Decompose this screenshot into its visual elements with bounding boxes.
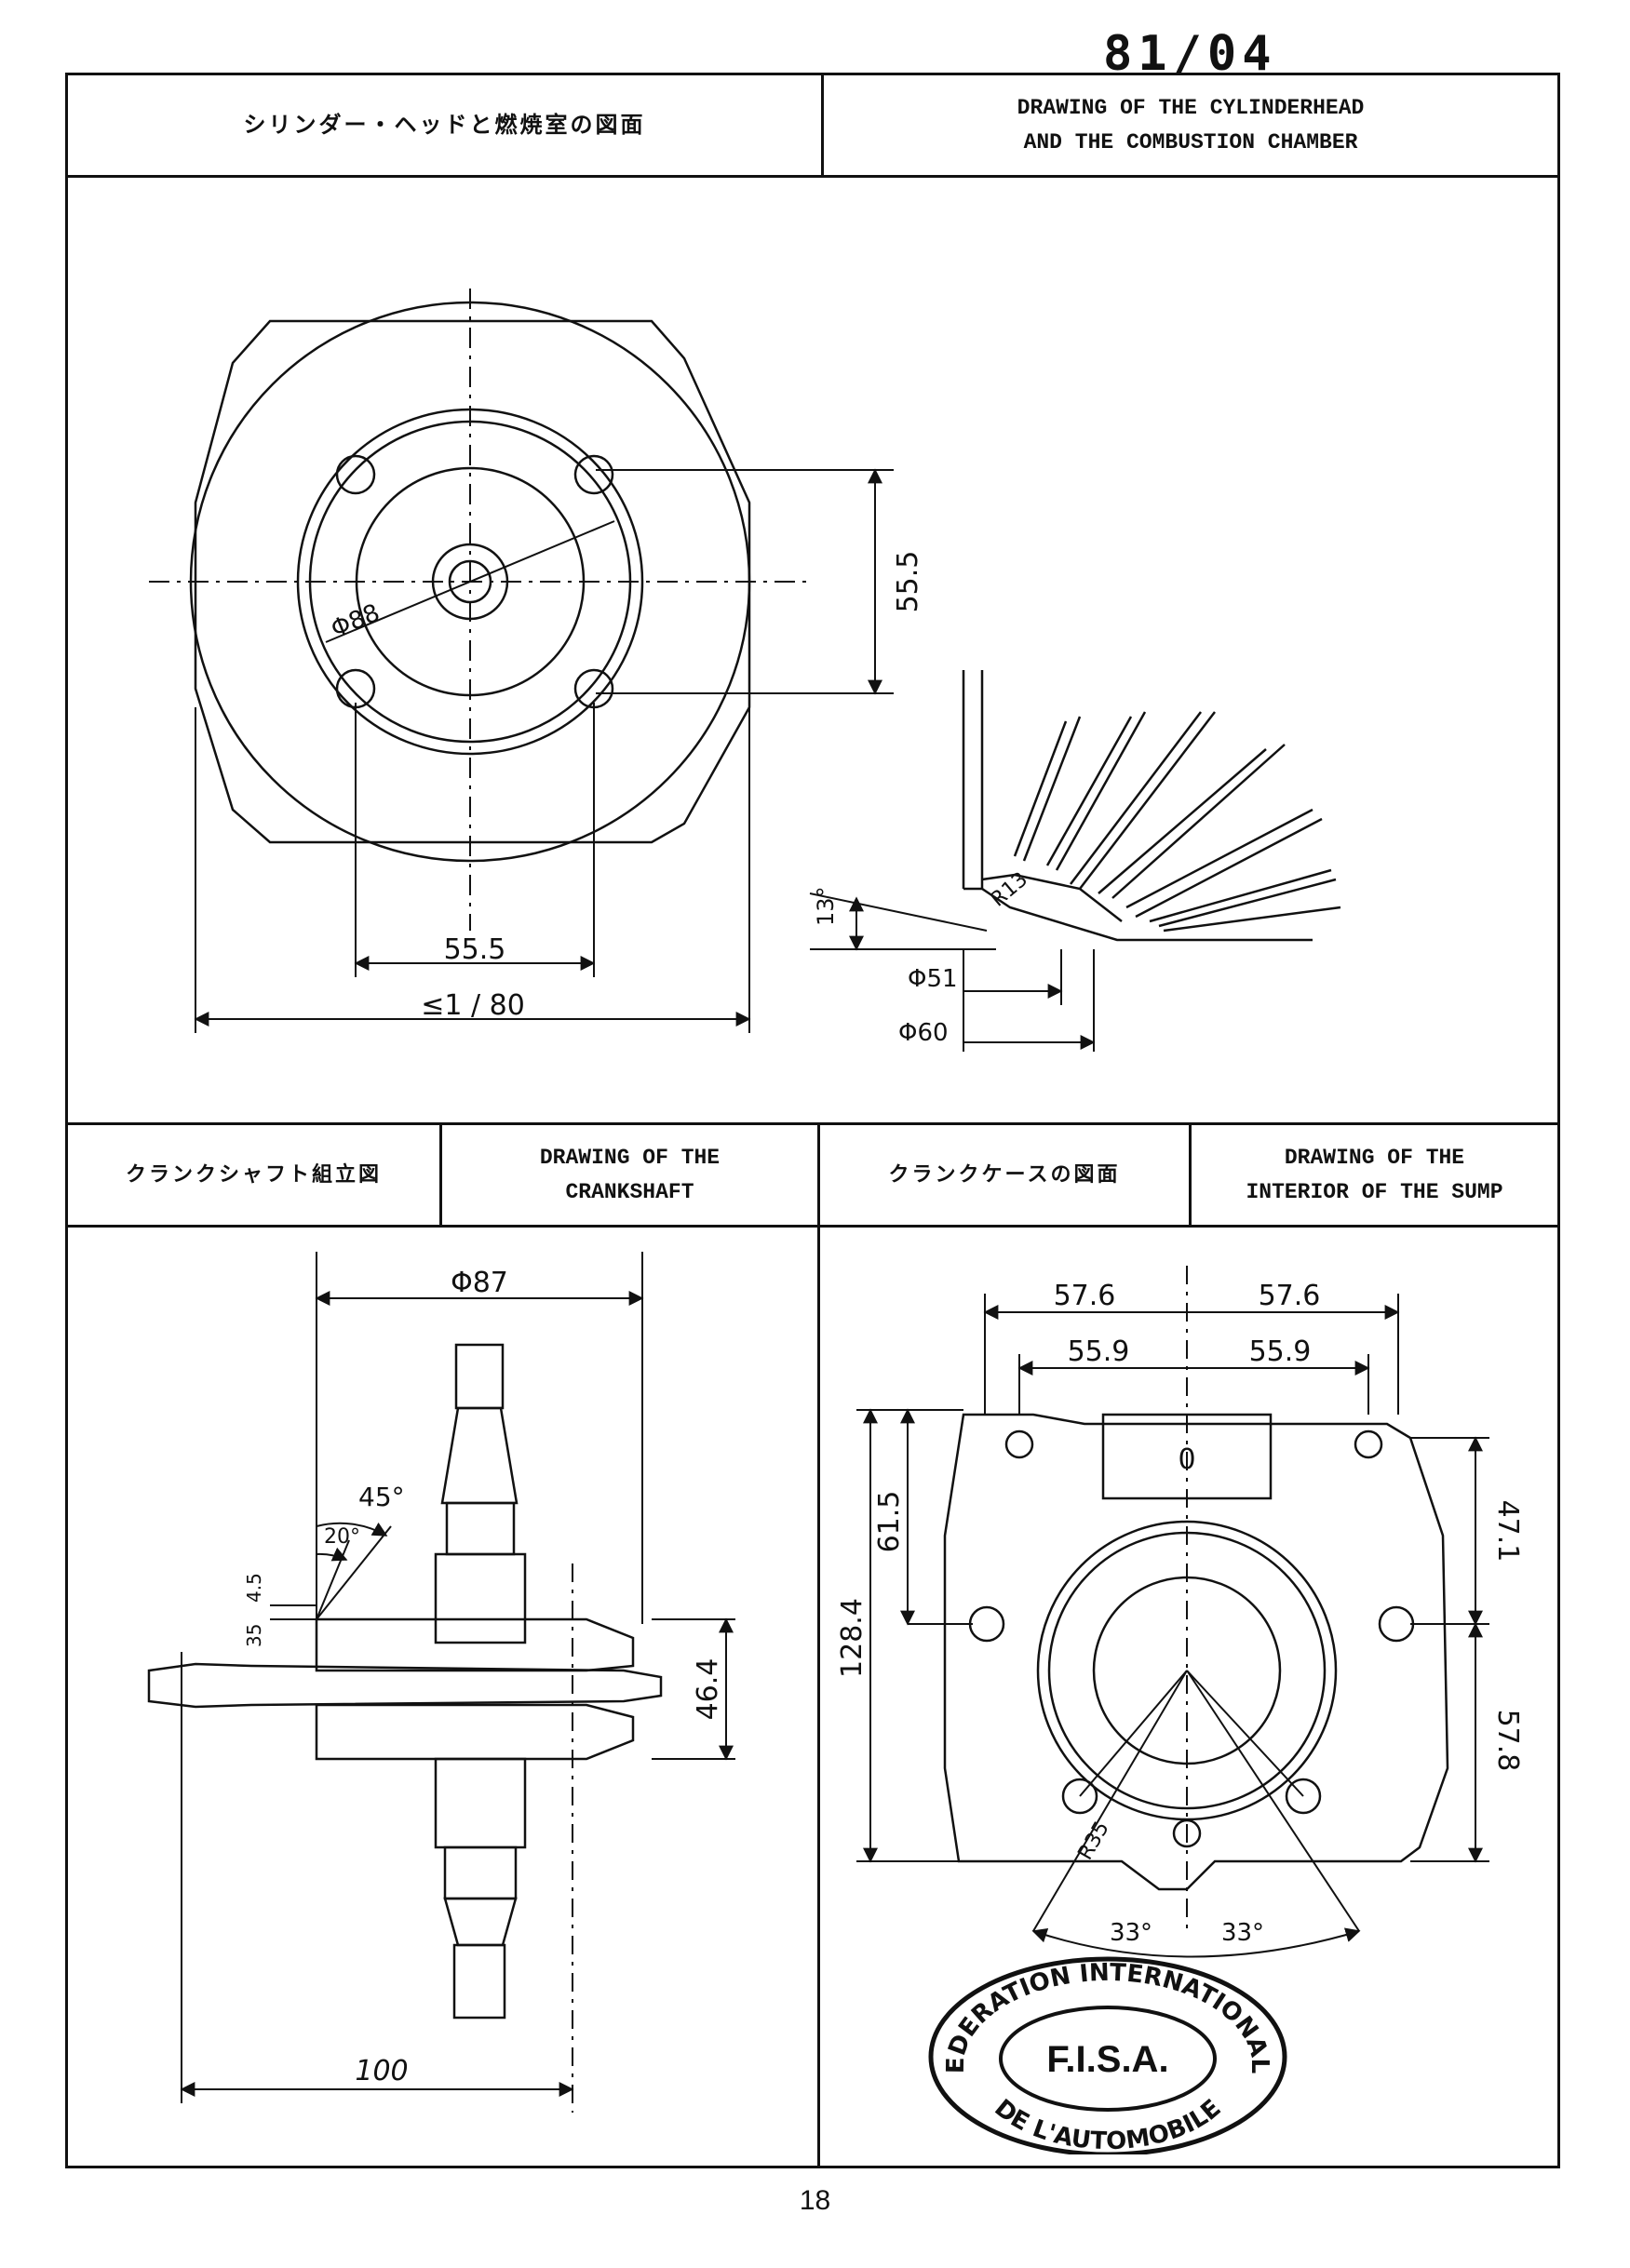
dim-sump-radius: R35 <box>1074 1818 1114 1864</box>
dim-bolt-horizontal: 55.5 <box>444 933 506 966</box>
dim-web-width: 46.4 <box>692 1658 724 1721</box>
divider <box>817 1122 820 2168</box>
combustion-chamber-section <box>809 670 1341 1052</box>
dim-length: 100 <box>355 2055 408 2087</box>
dim-radius: R13 <box>987 868 1032 912</box>
dim-top-left: 57.6 <box>1054 1280 1116 1312</box>
divider <box>1189 1122 1192 1225</box>
page-frame <box>65 73 1560 2168</box>
sump-title-en: DRAWING OF THE INTERIOR OF THE SUMP <box>1246 1145 1503 1204</box>
crankshaft-title-jp: クランクシャフト組立図 <box>125 1162 382 1187</box>
dim-mid-left: 55.9 <box>1068 1335 1130 1368</box>
dim-top-right: 57.6 <box>1259 1280 1321 1312</box>
dim-height-total: 128.4 <box>836 1598 869 1678</box>
dim-web-diameter: Φ87 <box>451 1267 508 1299</box>
dim-chamber-d2: Φ60 <box>898 1019 949 1047</box>
dim-d35: 35 <box>243 1624 265 1647</box>
divider <box>821 73 824 175</box>
divider <box>439 1122 442 1225</box>
cylinderhead-title-jp: シリンダー・ヘッドと燃焼室の図面 <box>243 112 646 139</box>
dim-d45: 4.5 <box>243 1573 265 1603</box>
dim-angle-a: 45° <box>358 1482 405 1512</box>
cylinderhead-plan-view <box>149 289 894 1033</box>
divider <box>65 1225 1560 1228</box>
dim-bolt-vertical: 55.5 <box>892 551 924 613</box>
page-number: 18 <box>799 2185 831 2216</box>
dim-outer-width: ≤1 / 80 <box>421 989 525 1022</box>
dim-chamber-d1: Φ51 <box>908 965 958 993</box>
cylinderhead-title-en: DRAWING OF THE CYLINDERHEAD AND THE COMB… <box>1017 95 1365 154</box>
dim-angle-b: 20° <box>324 1525 360 1549</box>
dim-angle-left: 33° <box>1110 1919 1152 1947</box>
dim-height-right-bottom: 57.8 <box>1491 1710 1524 1772</box>
divider <box>65 175 1560 178</box>
divider <box>65 1122 1560 1125</box>
dim-bore-diameter: Φ88 <box>327 599 384 644</box>
sump-title-jp: クランクケースの図面 <box>888 1162 1121 1187</box>
dim-angle-right: 33° <box>1221 1919 1264 1947</box>
fisa-stamp: FEDERATION INTERNATIONALE DE L'AUTOMOBIL… <box>926 1954 1287 2154</box>
dim-mid-right: 55.9 <box>1249 1335 1312 1368</box>
stamp-center-text: F.I.S.A. <box>1046 2039 1168 2080</box>
dim-height-left: 61.5 <box>873 1491 906 1553</box>
dim-height-right-top: 47.1 <box>1491 1500 1524 1563</box>
dim-angle: 13° <box>813 886 839 926</box>
crankshaft-title-en: DRAWING OF THE CRANKSHAFT <box>539 1145 721 1204</box>
dim-zero-mark: 0 <box>1178 1443 1195 1476</box>
sump-view <box>856 1266 1489 1958</box>
crankshaft-view <box>147 1252 735 2113</box>
